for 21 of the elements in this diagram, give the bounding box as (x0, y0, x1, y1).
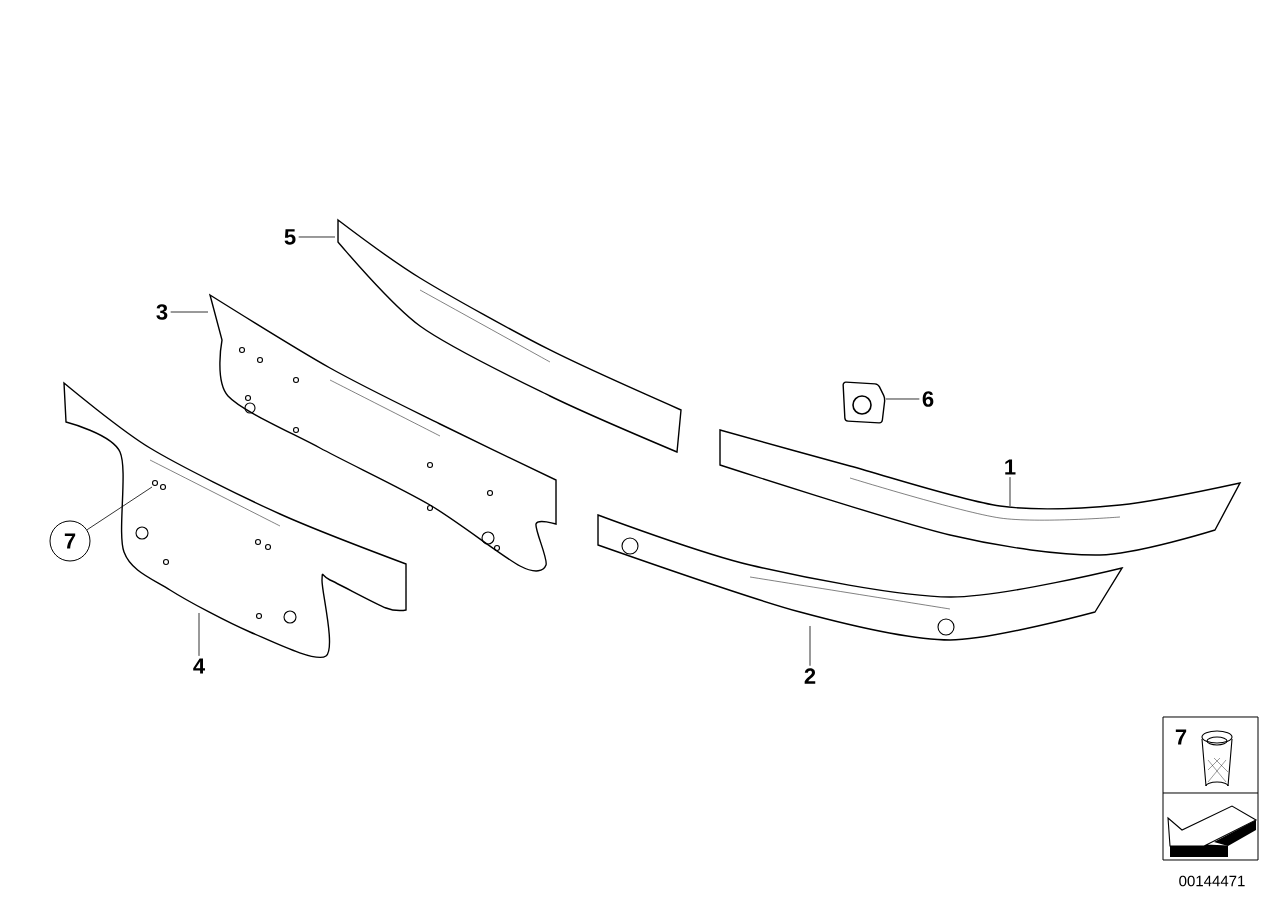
leader-line (298, 236, 336, 238)
clip-drawing (842, 381, 886, 424)
leader-line (170, 311, 209, 313)
plate-carrier-drawing (63, 382, 407, 659)
bracket-drawing (209, 294, 557, 572)
callout-number: 4 (193, 658, 205, 674)
callout-number: 3 (156, 304, 168, 320)
bumper-strip-drawing (719, 429, 1241, 556)
drawing-number: 00144471 (1179, 875, 1245, 887)
leader-line (885, 398, 920, 400)
leader-line (86, 486, 153, 531)
callout-number: 2 (804, 668, 816, 684)
leader-line (1009, 476, 1011, 507)
bumper-strip-drawing (337, 219, 682, 453)
callout-number: 6 (922, 391, 934, 407)
callout-number: 5 (284, 229, 296, 245)
leader-line (198, 612, 200, 657)
callout-number: 1 (1005, 459, 1016, 475)
leader-line (809, 625, 811, 667)
bumper-strip-drawing (597, 514, 1123, 641)
callout-number: 7 (1175, 729, 1187, 745)
